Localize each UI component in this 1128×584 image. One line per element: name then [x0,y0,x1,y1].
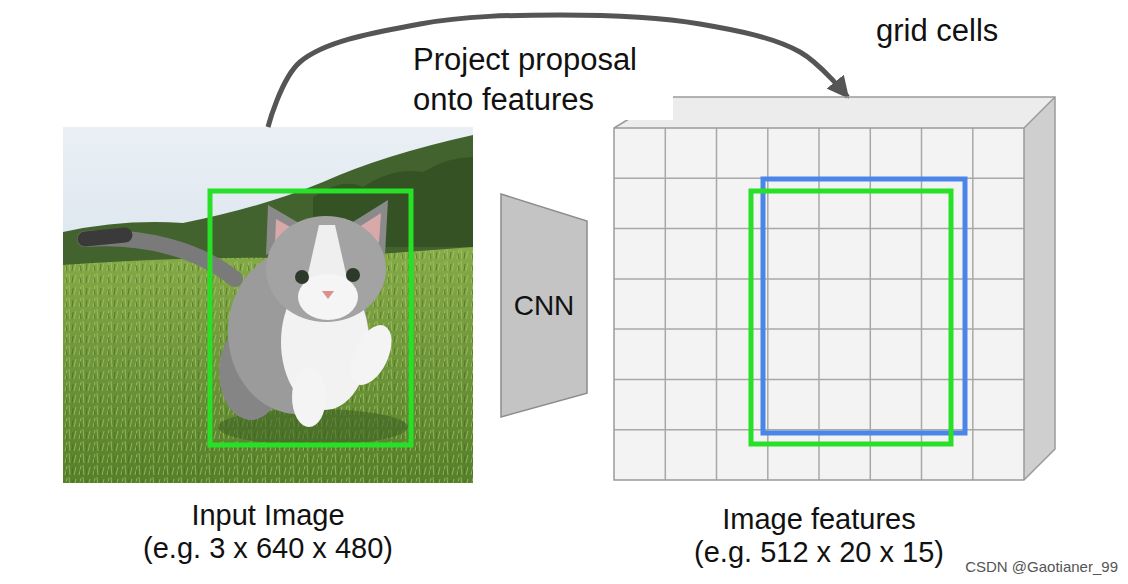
front-face [614,128,1024,480]
kitten-front-leg [292,367,326,427]
kitten-raised-leg [342,319,400,391]
kitten-photo [63,127,473,483]
input-image-panel: Input Image(e.g. 3 x 640 x 480) [63,127,473,483]
sky [63,127,473,483]
edge-label: Project proposal onto features [411,40,673,120]
node-title: Input Image [23,499,513,532]
cnn-trapezoid: CNN [500,193,588,418]
kitten-head [266,216,386,322]
watermark: CSDN @Gaotianer_99 [930,558,1118,576]
feature-map-block: Image features(e.g. 512 x 20 x 15) [614,97,1055,480]
tail-tip [85,235,125,239]
node-title: Image features [594,503,1044,536]
projection-arrow [268,15,848,127]
top-face [614,97,1055,128]
snapped-box [763,179,965,433]
kitten-nose [322,291,334,299]
proposal-box [210,191,411,445]
side-face [1024,97,1055,480]
kitten-eye [346,268,360,282]
node-title: CNN [514,290,575,322]
prism-edges [614,97,1055,480]
grid-lines [614,128,1024,480]
feature-map [614,97,1055,480]
node-detail: (e.g. 3 x 640 x 480) [23,532,513,565]
kitten-eye [295,270,309,284]
cnn-shape [501,194,587,417]
projected-box [751,191,951,444]
prism-outline [614,97,1055,480]
grid-cells-label: grid cells [876,12,1076,50]
